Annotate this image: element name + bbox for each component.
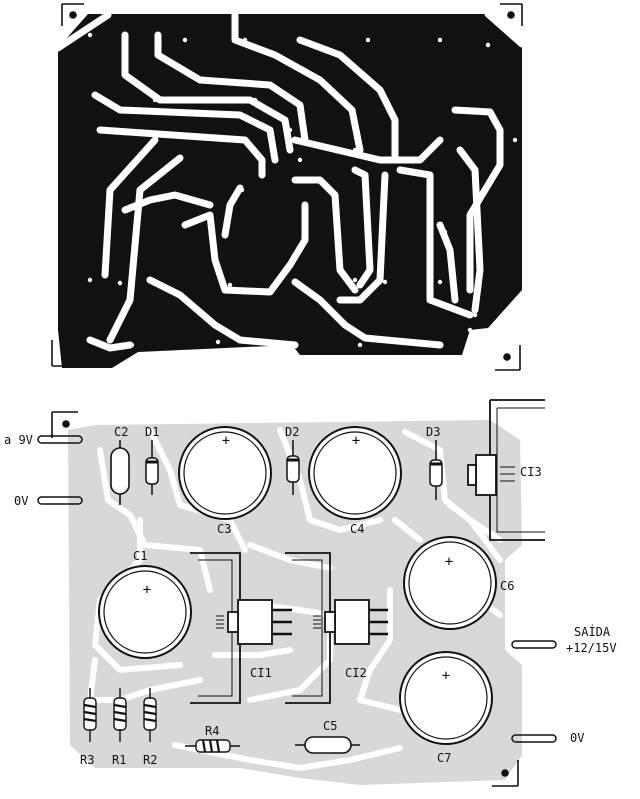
- resistor-r1: [113, 688, 127, 742]
- label-output-voltage: +12/15V: [566, 641, 617, 655]
- polarity-marks: + + + + +: [143, 433, 453, 684]
- c7-plus: +: [442, 668, 450, 684]
- wires: [37, 435, 557, 743]
- c6-plus: +: [445, 554, 453, 570]
- component-layer: + + + + + a 9V 0V C2 D1 D2 D3 CI3 C3 C4 …: [4, 399, 617, 787]
- label-r2: R2: [143, 753, 157, 767]
- ceramic-capacitors: [110, 440, 360, 754]
- label-d3: D3: [426, 425, 440, 439]
- capacitor-c6: [403, 536, 497, 630]
- capacitor-c5: [295, 736, 360, 754]
- diodes: [145, 440, 443, 500]
- corner-marks-top: [51, 3, 523, 371]
- drill-holes: [87, 32, 518, 348]
- label-input-0v: 0V: [14, 494, 28, 508]
- label-r3: R3: [80, 753, 94, 767]
- c4-plus: +: [352, 433, 360, 449]
- isolation-channels: [54, 10, 526, 352]
- label-c3: C3: [217, 522, 231, 536]
- label-r1: R1: [112, 753, 126, 767]
- label-c2: C2: [114, 425, 128, 439]
- label-ci2: CI2: [345, 666, 367, 680]
- electrolytic-capacitors: [98, 426, 497, 745]
- capacitor-c4: [308, 426, 402, 520]
- label-output-0v: 0V: [570, 731, 584, 745]
- regulators: [190, 399, 545, 704]
- label-c5: C5: [323, 719, 337, 733]
- label-c7: C7: [437, 751, 451, 765]
- label-d1: D1: [145, 425, 159, 439]
- label-c1: C1: [133, 549, 147, 563]
- label-r4: R4: [205, 724, 219, 738]
- capacitor-c1: [98, 565, 192, 659]
- c1-plus: +: [143, 582, 151, 598]
- label-input-9v: a 9V: [4, 433, 33, 447]
- diode-d1: [145, 440, 159, 495]
- regulator-ci3: [467, 399, 545, 541]
- capacitor-c2: [110, 440, 130, 505]
- regulator-ci2: [285, 552, 388, 704]
- label-ci1: CI1: [250, 666, 272, 680]
- capacitor-c3: [178, 426, 272, 520]
- resistor-r4: [185, 739, 240, 753]
- resistor-r2: [143, 688, 157, 742]
- regulator-ci1: [190, 552, 292, 704]
- label-ci3: CI3: [520, 465, 542, 479]
- diode-d2: [286, 440, 300, 495]
- c3-plus: +: [222, 433, 230, 449]
- capacitor-c7: [399, 651, 493, 745]
- resistor-r3: [83, 688, 97, 742]
- copper-layer: [54, 10, 526, 368]
- label-d2: D2: [285, 425, 299, 439]
- label-c4: C4: [350, 522, 364, 536]
- label-c6: C6: [500, 579, 514, 593]
- resistors: [83, 688, 240, 753]
- component-labels: a 9V 0V C2 D1 D2 D3 CI3 C3 C4 C1 C6 SAÍD…: [4, 425, 617, 767]
- diode-d3: [429, 440, 443, 500]
- label-output: SAÍDA: [574, 624, 611, 639]
- board-outline: [51, 411, 519, 787]
